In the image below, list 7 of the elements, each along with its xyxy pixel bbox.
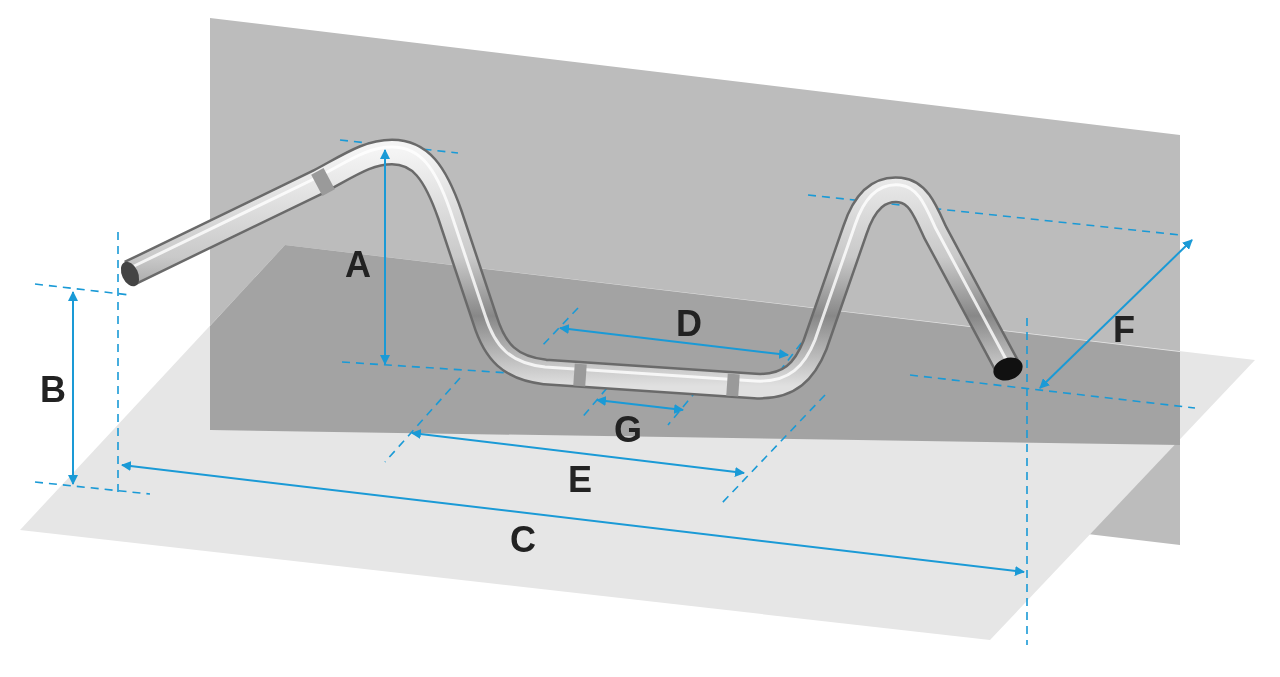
dimension-label: A (345, 247, 371, 283)
dimension-label: G (614, 412, 642, 448)
dimension-label: F (1113, 312, 1135, 348)
dimension-label: C (510, 522, 536, 558)
dimension-label: B (40, 372, 66, 408)
dimension-label: D (676, 306, 702, 342)
dimension-label: E (568, 462, 592, 498)
